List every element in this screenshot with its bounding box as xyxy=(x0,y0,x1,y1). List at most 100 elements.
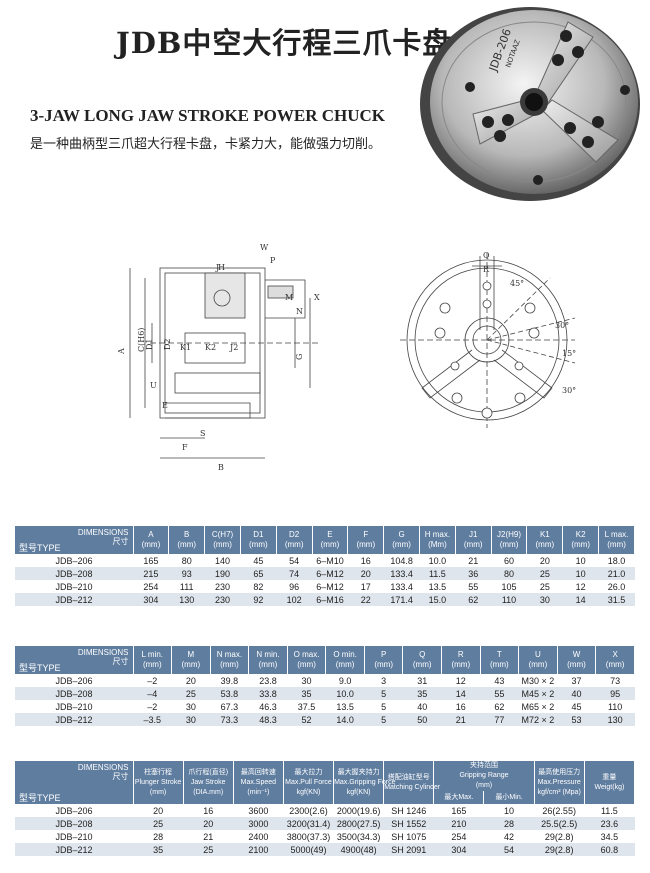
column-subheader: 最小Min. xyxy=(483,791,535,804)
column-name: F xyxy=(363,530,369,539)
table-cell: 35 xyxy=(133,843,184,856)
column-name: W xyxy=(572,650,581,659)
column-name-en: Max.Pull Force xyxy=(285,778,332,786)
table-cell: 37.5 xyxy=(287,700,326,713)
table-cell: 9.0 xyxy=(325,674,365,687)
table-cell: 3600 xyxy=(233,804,284,817)
table-cell: 92 xyxy=(240,593,277,606)
table-cell: 26(2.55) xyxy=(534,804,585,817)
column-name-cn: 爪行程(直径) xyxy=(188,768,229,776)
table-cell: 210 xyxy=(433,817,484,830)
column-unit: (mm) xyxy=(335,660,355,669)
table-cell: 133.4 xyxy=(383,567,420,580)
header-type: 型号TYPE xyxy=(19,663,61,673)
table-cell: 30 xyxy=(526,593,563,606)
table-cell: M72 × 2 xyxy=(518,713,558,726)
table-cell: 73 xyxy=(595,674,635,687)
column-name: A xyxy=(148,530,154,539)
table-cell: JDB–208 xyxy=(15,567,133,580)
table-cell: 111 xyxy=(168,580,205,593)
column-header: L max.(mm) xyxy=(598,526,635,554)
table-cell: 6–M12 xyxy=(312,567,348,580)
page-subtitle: 3-JAW LONG JAW STROKE POWER CHUCK xyxy=(30,106,385,125)
header-cn: 尺寸 xyxy=(112,772,129,781)
column-unit: (mm) xyxy=(571,540,590,549)
table-cell: 25 xyxy=(171,687,211,700)
column-name-cn: 最高回转速 xyxy=(240,768,276,776)
dim-label-c: C(H6) xyxy=(137,328,146,352)
table-cell: 74 xyxy=(276,567,313,580)
table-cell: 29(2.8) xyxy=(534,830,585,843)
table-spacer-row xyxy=(15,856,635,864)
dim-label-e: E xyxy=(162,401,168,410)
table-cell: 93 xyxy=(168,567,205,580)
column-unit: kgf/cm² (Mpa) xyxy=(537,788,581,796)
table-cell: 54 xyxy=(483,843,535,856)
column-name: X xyxy=(612,650,618,659)
column-unit: (mm) xyxy=(320,540,340,549)
column-unit: (mm) xyxy=(181,660,201,669)
dim-label-a: A xyxy=(117,348,126,355)
column-name: D1 xyxy=(253,530,264,539)
column-unit: (mm) xyxy=(142,660,162,669)
table-cell: 16 xyxy=(441,700,481,713)
column-name: E xyxy=(327,530,333,539)
table-cell: M65 × 2 xyxy=(518,700,558,713)
table-cell: 10 xyxy=(562,567,599,580)
table-spacer-cell xyxy=(15,856,635,864)
table-cell: 10 xyxy=(483,804,535,817)
table-cell: SH 2091 xyxy=(383,843,434,856)
table-cell: 105 xyxy=(491,580,527,593)
table-cell: JDB–206 xyxy=(15,674,133,687)
table-cell: 28 xyxy=(133,830,184,843)
chuck-photo: JDB-206 NOTAAZ xyxy=(420,7,640,201)
table-cell: 25 xyxy=(526,567,563,580)
table-cell: 48.3 xyxy=(248,713,288,726)
column-unit: (mm) xyxy=(475,782,493,789)
column-name-en: Plunger Stroke xyxy=(134,778,182,786)
header-cn: 尺寸 xyxy=(112,537,129,546)
column-name: U xyxy=(535,650,541,659)
table-cell: 46.3 xyxy=(248,700,288,713)
table-cell: 33.8 xyxy=(248,687,288,700)
dim-label-k1: K1 xyxy=(180,343,191,352)
table-cell: 12 xyxy=(562,580,599,593)
table-cell: 6–M12 xyxy=(312,580,348,593)
table-cell: 5 xyxy=(364,687,403,700)
table-cell: 230 xyxy=(204,593,241,606)
header-type: 型号TYPE xyxy=(19,793,61,803)
table-cell: 3800(37.3) xyxy=(283,830,334,843)
column-header: M(mm) xyxy=(171,646,211,674)
column-header: W(mm) xyxy=(557,646,597,674)
table-cell: 17 xyxy=(347,580,384,593)
table-cell: 30 xyxy=(171,700,211,713)
table-cell: 16 xyxy=(183,804,234,817)
column-name: N max. xyxy=(216,650,243,659)
table-cell: 254 xyxy=(133,580,169,593)
table-cell: 18.0 xyxy=(598,554,635,567)
table-cell: 4900(48) xyxy=(333,843,384,856)
column-name: L min. xyxy=(141,650,164,659)
table-cell: 5 xyxy=(364,700,403,713)
column-unit: (mm) xyxy=(567,660,586,669)
column-name: O max. xyxy=(293,650,320,659)
table-cell: 43 xyxy=(480,674,519,687)
table-cell: 304 xyxy=(133,593,169,606)
column-name-cn: 夹持范围 xyxy=(469,762,498,769)
table-cell: 73.3 xyxy=(210,713,249,726)
table-cell: 3 xyxy=(364,674,403,687)
header-dimensions: DIMENSIONS xyxy=(77,763,129,772)
table-cell: JDB–210 xyxy=(15,700,133,713)
header-dimensions: DIMENSIONS xyxy=(77,648,129,657)
table-cell: 11.5 xyxy=(584,804,635,817)
table-cell: JDB–206 xyxy=(15,804,133,817)
table-cell: 16 xyxy=(347,554,384,567)
table-cell: M30 × 2 xyxy=(518,674,558,687)
front-label-15: 15° xyxy=(562,349,576,358)
